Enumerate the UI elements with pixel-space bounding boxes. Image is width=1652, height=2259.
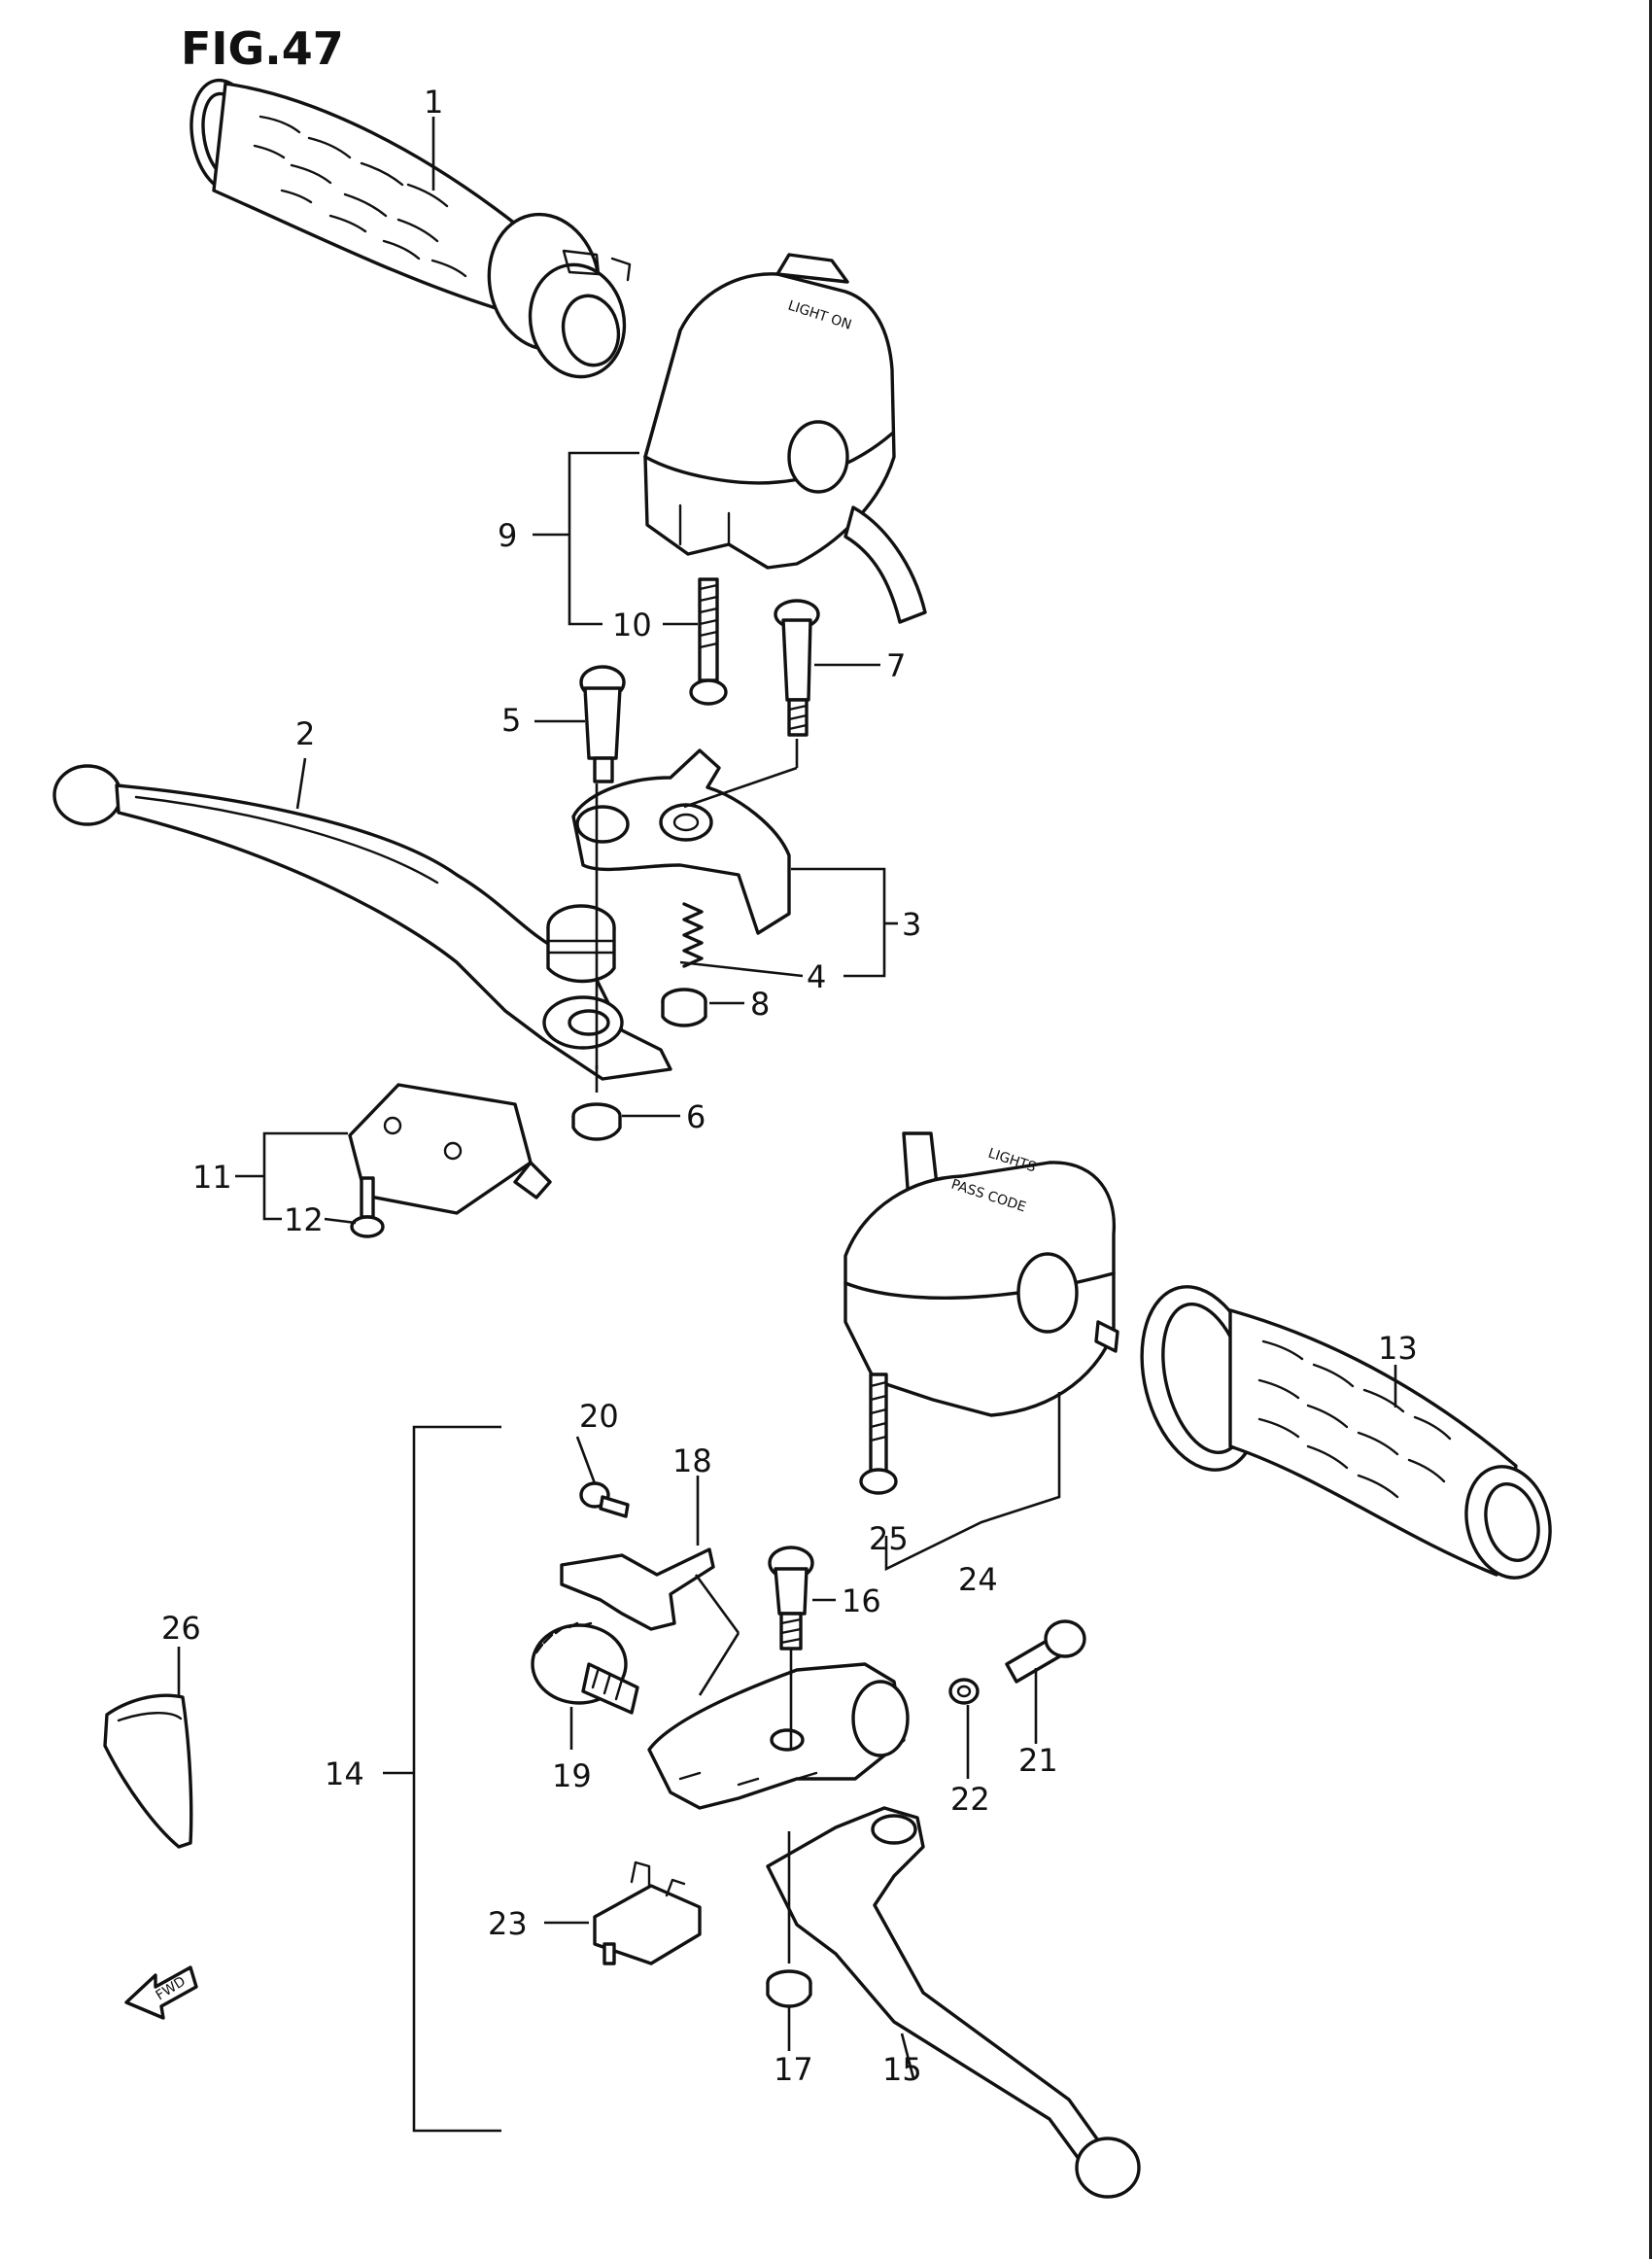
callout-labels: 1 2 3 4 5 6 7 8 9 10 11 12 13 14 15 16 1… [161,84,1418,2088]
adjuster-19 [531,1621,639,1715]
pivot-bolt-5 [579,665,626,783]
callout-18: 18 [672,1442,712,1479]
lever-bracket-3 [571,748,791,935]
right-grip-13 [1140,1285,1552,1580]
bolt-21 [1005,1619,1086,1684]
callout-20: 20 [579,1398,619,1435]
callout-11: 11 [192,1159,232,1196]
forward-arrow-icon: FWD [124,1965,198,2020]
right-border [1649,0,1652,2259]
callout-25: 25 [869,1520,909,1557]
callout-22: 22 [950,1781,990,1818]
callout-3: 3 [902,906,921,943]
leader-lines [177,117,1397,2133]
callout-7: 7 [886,647,906,684]
callout-26: 26 [161,1610,201,1647]
callout-16: 16 [842,1582,881,1619]
bracket-18 [560,1547,715,1631]
callout-21: 21 [1018,1742,1058,1779]
callout-23: 23 [488,1905,528,1942]
nut-17 [766,1969,812,2008]
callout-19: 19 [552,1757,592,1794]
callout-8: 8 [750,986,770,1023]
left-switch-housing: LIGHT ON [643,253,927,624]
callout-9: 9 [498,517,517,554]
screw-7 [774,599,820,737]
spring-4 [682,902,704,968]
clutch-lever-15 [766,1806,1141,2199]
figure-title: FIG.47 [181,22,344,75]
callout-5: 5 [501,702,521,739]
bolt-16 [768,1546,814,1651]
callout-1: 1 [424,84,443,121]
clutch-switch-23 [593,1860,702,1965]
callout-4: 4 [807,958,826,995]
callout-10: 10 [612,607,652,643]
brake-switch-11 [348,1083,552,1215]
callout-15: 15 [882,2051,922,2088]
screw-25 [859,1373,898,1495]
callout-24: 24 [958,1561,998,1598]
clutch-holder-14 [647,1662,910,1810]
callout-13: 13 [1378,1330,1418,1367]
nut-6 [571,1102,622,1141]
callout-6: 6 [686,1098,706,1135]
screw-12 [350,1176,385,1238]
right-switch-housing: LIGHTS PASS CODE [843,1131,1119,1417]
callout-14: 14 [325,1755,364,1792]
callout-17: 17 [774,2051,813,2088]
nut-8 [661,988,707,1027]
callout-12: 12 [284,1201,324,1238]
screw-20 [579,1481,630,1518]
callout-2: 2 [295,715,315,752]
screw-10 [689,577,728,706]
cover-26 [103,1693,193,1849]
washer-22 [948,1678,980,1705]
left-grip [189,78,632,379]
